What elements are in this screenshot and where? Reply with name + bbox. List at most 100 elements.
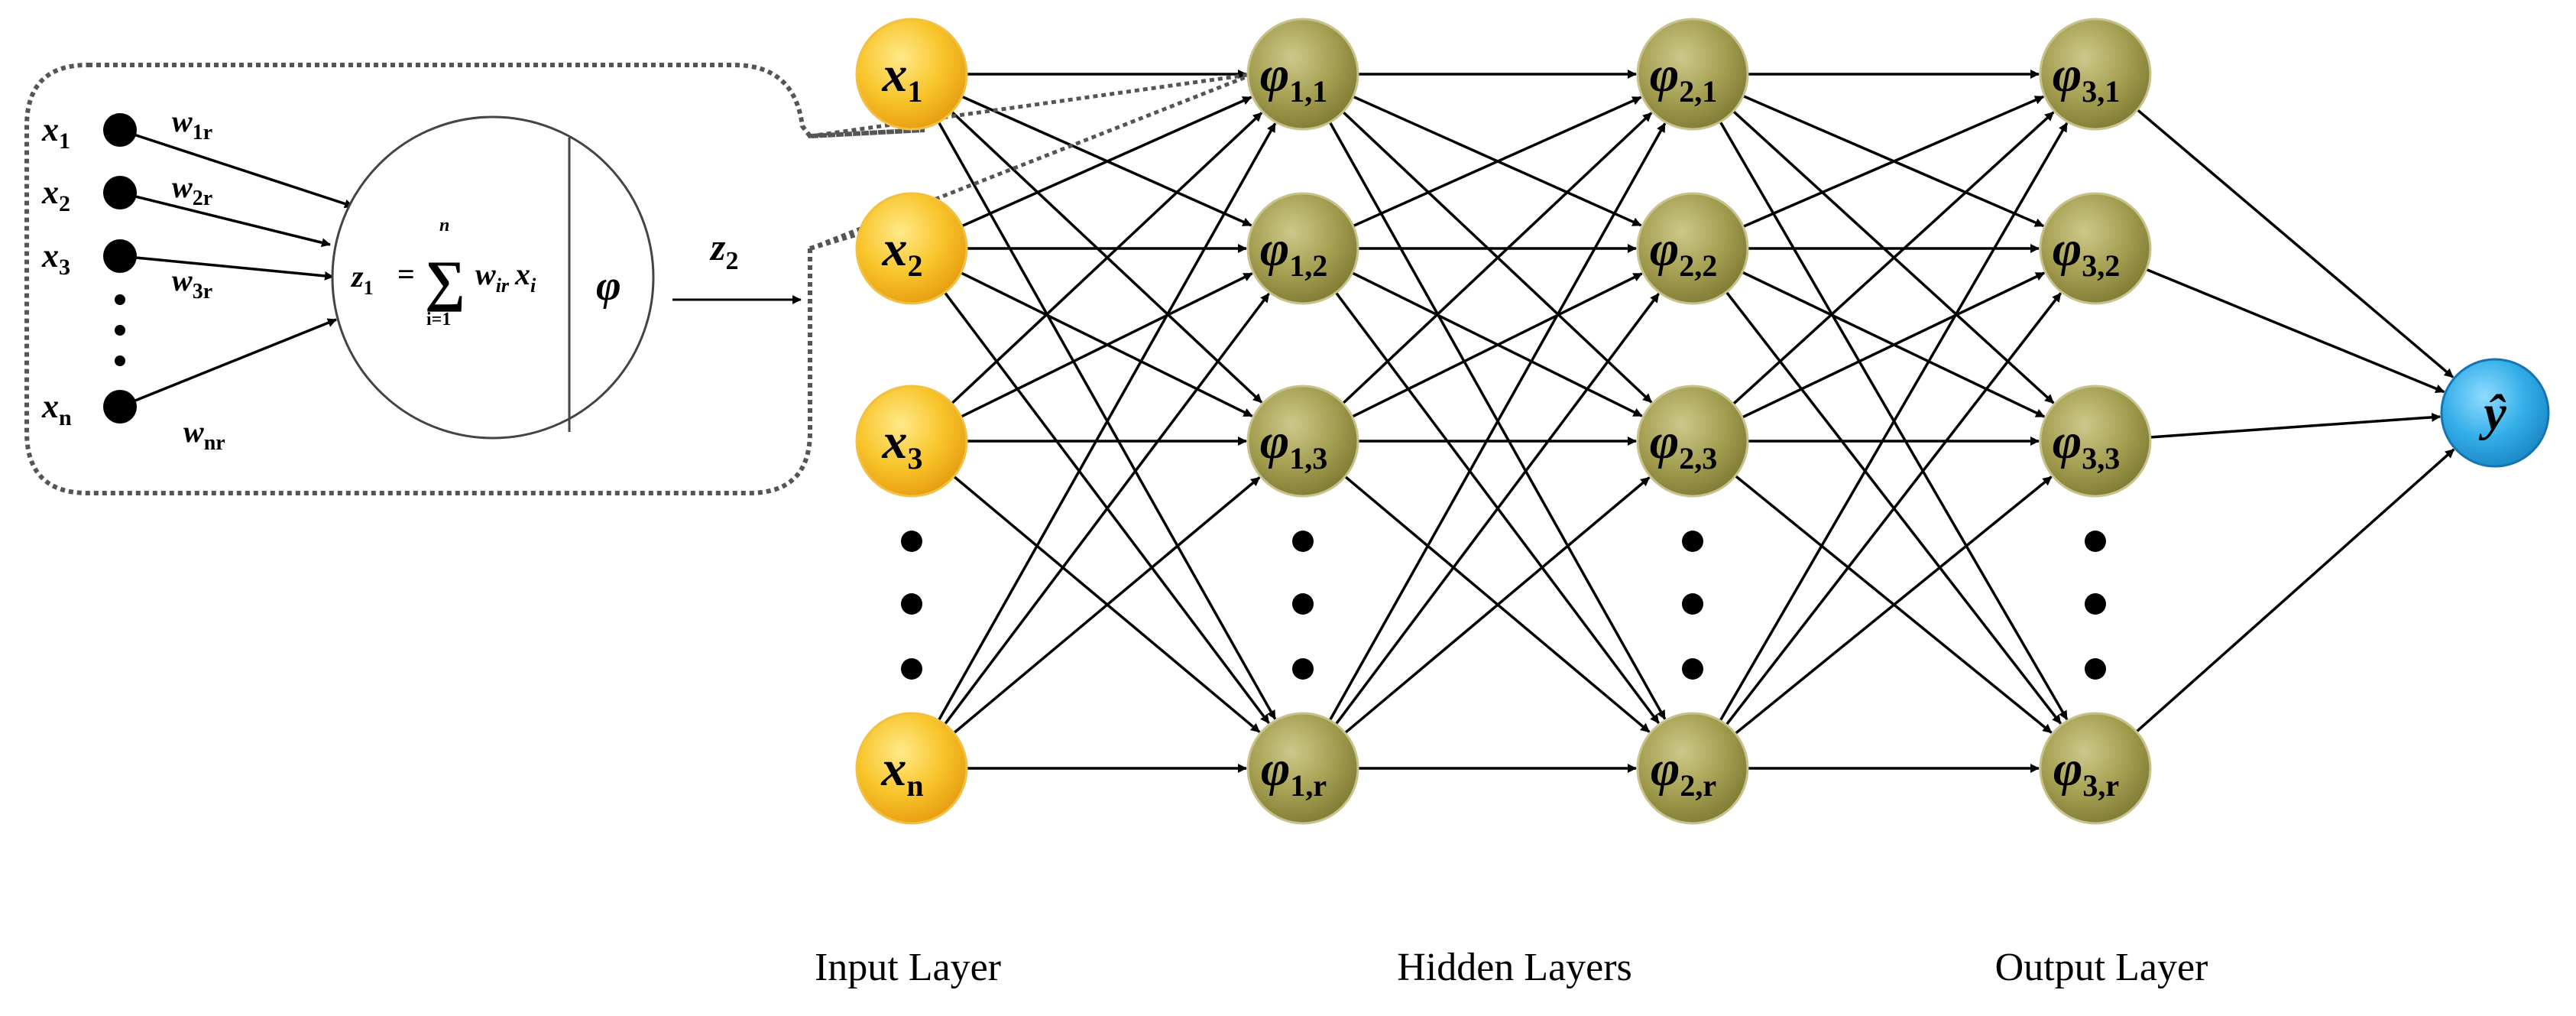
connection-edge — [1717, 118, 2069, 720]
connection-edge — [958, 96, 1252, 229]
connection-edges — [935, 70, 2455, 773]
hidden-node-1-2-label: φ1,2 — [1260, 221, 1328, 283]
connection-edge — [1350, 96, 1642, 229]
neuron-detail-callout — [24, 63, 925, 495]
hidden-node-1-2: φ1,2 — [1246, 192, 1359, 305]
hidden-node-3-2-label: φ3,2 — [2053, 221, 2121, 283]
connection-edge — [1732, 472, 2053, 734]
ellipsis-dot — [1292, 531, 1314, 552]
ellipsis-dot — [1682, 593, 1703, 615]
detail-input-label: xn — [41, 388, 72, 430]
neuron-output-sub: 2 — [725, 247, 738, 275]
hidden-node-2-1-label: φ2,1 — [1650, 47, 1718, 109]
connection-edge — [1327, 118, 1667, 720]
detail-weight-1r: w1r — [172, 104, 212, 144]
layer-captions: Input Layer Hidden Layers Output Layer — [815, 946, 2208, 989]
hidden-node-1-r: φ1,r — [1246, 712, 1359, 825]
ellipsis-dot — [2085, 658, 2106, 680]
output-edge — [2147, 412, 2442, 439]
connection-edge — [951, 476, 1261, 736]
connection-edge — [935, 122, 1277, 724]
output-layer-label: Output Layer — [1995, 946, 2208, 989]
hidden-node-1-1-circle — [1246, 18, 1359, 131]
network-nodes: x1x2x3xnφ1,1φ1,2φ1,3φ1,rφ2,1φ2,2φ2,3φ2,r… — [855, 18, 2550, 825]
ellipsis-dot — [901, 593, 922, 615]
hidden-node-2-3-label: φ2,3 — [1650, 414, 1718, 476]
connection-edge — [935, 118, 1277, 720]
hidden-node-1-1-label: φ1,1 — [1260, 47, 1328, 109]
input-node-2: x2 — [855, 192, 968, 305]
hidden-node-1-2-circle — [1246, 192, 1359, 305]
hidden-node-3-3-circle — [2039, 385, 2152, 498]
detail-input-arrow — [119, 318, 337, 408]
input-node-1-label: x1 — [882, 47, 923, 109]
connection-edge — [1350, 94, 1642, 227]
connection-edge — [958, 94, 1252, 227]
connection-edge — [1723, 292, 2062, 729]
connection-edge — [1738, 269, 2046, 418]
hidden-node-3-3-label: φ3,3 — [2053, 414, 2121, 476]
ellipsis-dots — [901, 531, 2106, 680]
connection-edge — [1340, 109, 1653, 404]
connection-edge — [1738, 271, 2046, 420]
hidden-node-3-1-circle — [2039, 18, 2152, 131]
hidden-node-1-1: φ1,1 — [1246, 18, 1359, 131]
input-node-n-circle — [855, 712, 968, 825]
ellipsis-dot — [2085, 593, 2106, 615]
detail-weight-2r: w2r — [172, 170, 212, 210]
projection-line-top — [809, 72, 1254, 138]
hidden-node-2-r: φ2,r — [1636, 712, 1749, 825]
callout-border — [24, 63, 925, 495]
input-node-3-circle — [855, 385, 968, 498]
hidden-node-2-r-circle — [1636, 712, 1749, 825]
sum-term-w: w — [475, 257, 496, 291]
activation-symbol: φ — [596, 262, 621, 310]
detail-input-arrow — [119, 255, 334, 281]
hidden-node-2-1-circle — [1636, 18, 1749, 131]
ellipsis-dot — [2085, 531, 2106, 552]
hidden-node-3-r-label: φ3,r — [2053, 741, 2119, 803]
hidden-node-3-3: φ3,3 — [2039, 385, 2152, 498]
input-node-n: xn — [855, 712, 968, 825]
sum-term-x: x — [514, 257, 530, 291]
connection-edge — [1341, 476, 1651, 736]
connection-edge — [1333, 293, 1661, 728]
connection-edge — [1739, 95, 2045, 229]
connection-edge — [1717, 122, 2069, 725]
connection-edge — [1730, 111, 2055, 407]
hidden-node-1-r-circle — [1246, 712, 1359, 825]
detail-ellipsis-dot — [115, 355, 125, 366]
sum-upper-limit: n — [439, 216, 449, 235]
ellipsis-dot — [1292, 593, 1314, 615]
hidden-layers-label: Hidden Layers — [1397, 946, 1632, 989]
input-layer-label: Input Layer — [815, 946, 1001, 989]
detail-weight-3r: w3r — [172, 263, 212, 304]
hidden-node-3-r: φ3,r — [2039, 712, 2152, 825]
hidden-node-3-r-circle — [2039, 712, 2152, 825]
input-node-3-label: x3 — [882, 414, 923, 476]
ellipsis-dot — [1682, 658, 1703, 680]
connection-edge — [1340, 112, 1653, 407]
sum-lhs-sub: 1 — [364, 277, 374, 299]
hidden-node-2-3-circle — [1636, 385, 1749, 498]
detail-input-arrow — [119, 128, 354, 209]
detail-ellipsis-dot — [115, 325, 125, 336]
connection-edge — [957, 270, 1253, 417]
detail-input-arrow — [119, 191, 331, 248]
connection-edge — [1739, 93, 2045, 228]
connection-edge — [1349, 272, 1643, 420]
sum-term-w-sub: ir — [496, 274, 510, 297]
detail-input-1: x1 w1r — [41, 104, 354, 209]
ellipsis-dot — [901, 531, 922, 552]
hidden-node-3-1-label: φ3,1 — [2053, 47, 2121, 109]
sum-equals: = — [397, 257, 415, 291]
input-node-1-circle — [855, 18, 968, 131]
output-edge — [2134, 106, 2454, 378]
ellipsis-dot — [1292, 658, 1314, 680]
detail-input-label: x1 — [41, 111, 70, 154]
